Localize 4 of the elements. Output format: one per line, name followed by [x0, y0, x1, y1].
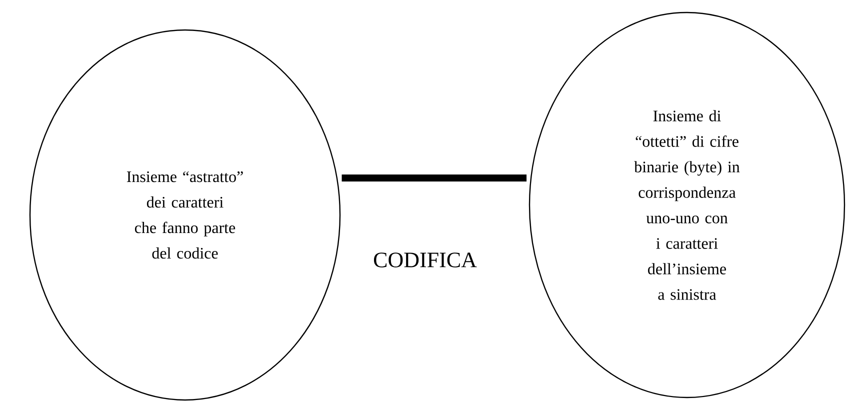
ellipse-node: Insieme di “ottetti” di cifre binarie (byte) in corrispondenza uno-uno con i caratteri dell’insieme a sinistra	[528, 12, 846, 398]
ellipse-node: Insieme “astratto” dei caratteri che fanno parte del codice	[29, 29, 341, 401]
edge-label: CODIFICA	[374, 252, 477, 268]
connector-line	[342, 174, 527, 182]
